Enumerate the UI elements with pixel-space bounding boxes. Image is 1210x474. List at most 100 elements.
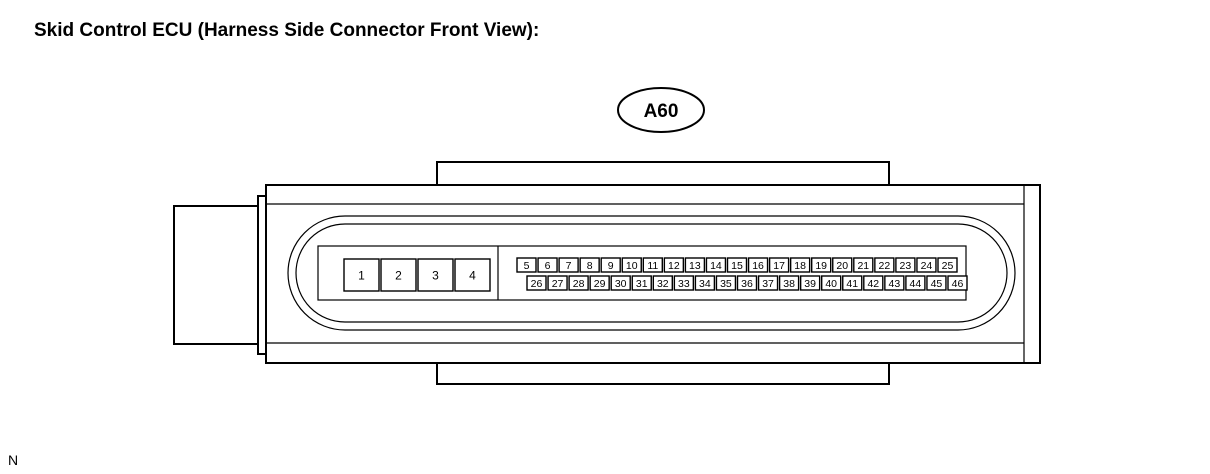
connector-cavity-inner <box>295 223 1008 323</box>
pin-number-2: 2 <box>395 268 402 282</box>
pin-cavity-1 <box>343 258 380 292</box>
pin-number-38: 38 <box>783 278 795 290</box>
pin-number-33: 33 <box>678 278 690 290</box>
pin-cavity-5 <box>516 257 537 273</box>
pin-cavity-21 <box>853 257 874 273</box>
pin-cavity-2 <box>380 258 417 292</box>
pin-number-14: 14 <box>710 260 722 272</box>
connector-top-tab <box>436 161 890 187</box>
pin-cavity-3 <box>417 258 454 292</box>
pin-cavity-9 <box>600 257 621 273</box>
pin-number-26: 26 <box>531 278 543 290</box>
pin-cavity-39 <box>799 275 821 291</box>
connector-code-label: A60 <box>644 101 679 122</box>
pin-cavity-40 <box>821 275 842 291</box>
pin-cavity-8 <box>579 257 600 273</box>
pin-number-4: 4 <box>469 268 476 282</box>
large-pin-group: 1 2 3 4 <box>343 258 491 292</box>
pin-number-41: 41 <box>846 278 858 290</box>
pin-cavity-10 <box>621 257 642 273</box>
pin-cavity-31 <box>631 275 652 291</box>
pin-cavity-30 <box>610 275 631 291</box>
pin-number-24: 24 <box>921 260 933 272</box>
pin-cavity-32 <box>652 275 673 291</box>
pin-number-25: 25 <box>942 260 954 272</box>
pin-number-34: 34 <box>699 278 711 290</box>
pin-number-45: 45 <box>931 278 943 290</box>
connector-latch-outer <box>173 205 259 345</box>
pin-cavity-46 <box>947 275 968 291</box>
pin-cavity-29 <box>589 275 610 291</box>
pin-number-16: 16 <box>752 260 764 272</box>
pin-cavity-6 <box>537 257 558 273</box>
pin-cavity-23 <box>895 257 916 273</box>
pin-number-40: 40 <box>825 278 837 290</box>
pin-number-10: 10 <box>626 260 638 272</box>
pin-cavity-12 <box>663 257 685 273</box>
pin-cavity-44 <box>905 275 926 291</box>
pin-cavity-7 <box>558 257 579 273</box>
pin-number-1: 1 <box>358 268 365 282</box>
pin-cavity-11 <box>642 257 663 273</box>
pin-number-17: 17 <box>773 260 785 272</box>
pin-number-39: 39 <box>804 278 816 290</box>
pin-cavity-18 <box>789 257 811 273</box>
pin-cavity-38 <box>778 275 800 291</box>
pin-number-7: 7 <box>566 260 572 272</box>
pin-number-23: 23 <box>900 260 912 272</box>
footer-code: N <box>8 452 19 468</box>
pin-number-9: 9 <box>608 260 614 272</box>
connector-cavity-outer <box>287 215 1016 331</box>
pin-number-44: 44 <box>910 278 922 290</box>
pin-number-5: 5 <box>524 260 530 272</box>
pin-cavity-36 <box>736 275 758 291</box>
pin-number-46: 46 <box>952 278 964 290</box>
pin-cavity-28 <box>568 275 589 291</box>
pin-number-27: 27 <box>552 278 564 290</box>
pin-number-18: 18 <box>794 260 806 272</box>
pin-cavity-33 <box>673 275 695 291</box>
pin-number-31: 31 <box>636 278 648 290</box>
pin-number-36: 36 <box>741 278 753 290</box>
pin-cavity-16 <box>747 257 769 273</box>
pin-cavity-17 <box>768 257 790 273</box>
pin-number-42: 42 <box>867 278 879 290</box>
pin-cavity-45 <box>926 275 947 291</box>
pin-number-37: 37 <box>762 278 774 290</box>
pin-cavity-43 <box>884 275 905 291</box>
pin-cavity-42 <box>863 275 884 291</box>
pin-cavity-26 <box>526 275 547 291</box>
pin-number-3: 3 <box>432 268 439 282</box>
pin-number-11: 11 <box>647 260 658 272</box>
pin-number-35: 35 <box>720 278 732 290</box>
pin-number-15: 15 <box>731 260 743 272</box>
pin-number-6: 6 <box>545 260 551 272</box>
connector-code-oval <box>617 87 705 133</box>
pin-number-28: 28 <box>573 278 585 290</box>
pin-number-12: 12 <box>668 260 680 272</box>
pin-number-22: 22 <box>879 260 891 272</box>
pin-cavity-34 <box>694 275 716 291</box>
pin-cavity-22 <box>874 257 895 273</box>
pin-cavity-15 <box>726 257 748 273</box>
pin-cavity-19 <box>811 257 832 273</box>
pin-cavity-13 <box>684 257 706 273</box>
pin-cavity-14 <box>705 257 727 273</box>
pin-number-19: 19 <box>815 260 827 272</box>
pin-cavity-41 <box>842 275 863 291</box>
pin-cavity-35 <box>715 275 737 291</box>
pin-number-30: 30 <box>615 278 627 290</box>
pin-number-29: 29 <box>594 278 606 290</box>
pin-number-20: 20 <box>836 260 848 272</box>
pin-number-43: 43 <box>889 278 901 290</box>
pin-cavity-37 <box>757 275 779 291</box>
pin-cavity-27 <box>547 275 568 291</box>
pin-cavity-25 <box>937 257 958 273</box>
pin-number-13: 13 <box>689 260 701 272</box>
pin-number-8: 8 <box>587 260 593 272</box>
pin-cavity-24 <box>916 257 937 273</box>
pin-cavity-4 <box>454 258 491 292</box>
